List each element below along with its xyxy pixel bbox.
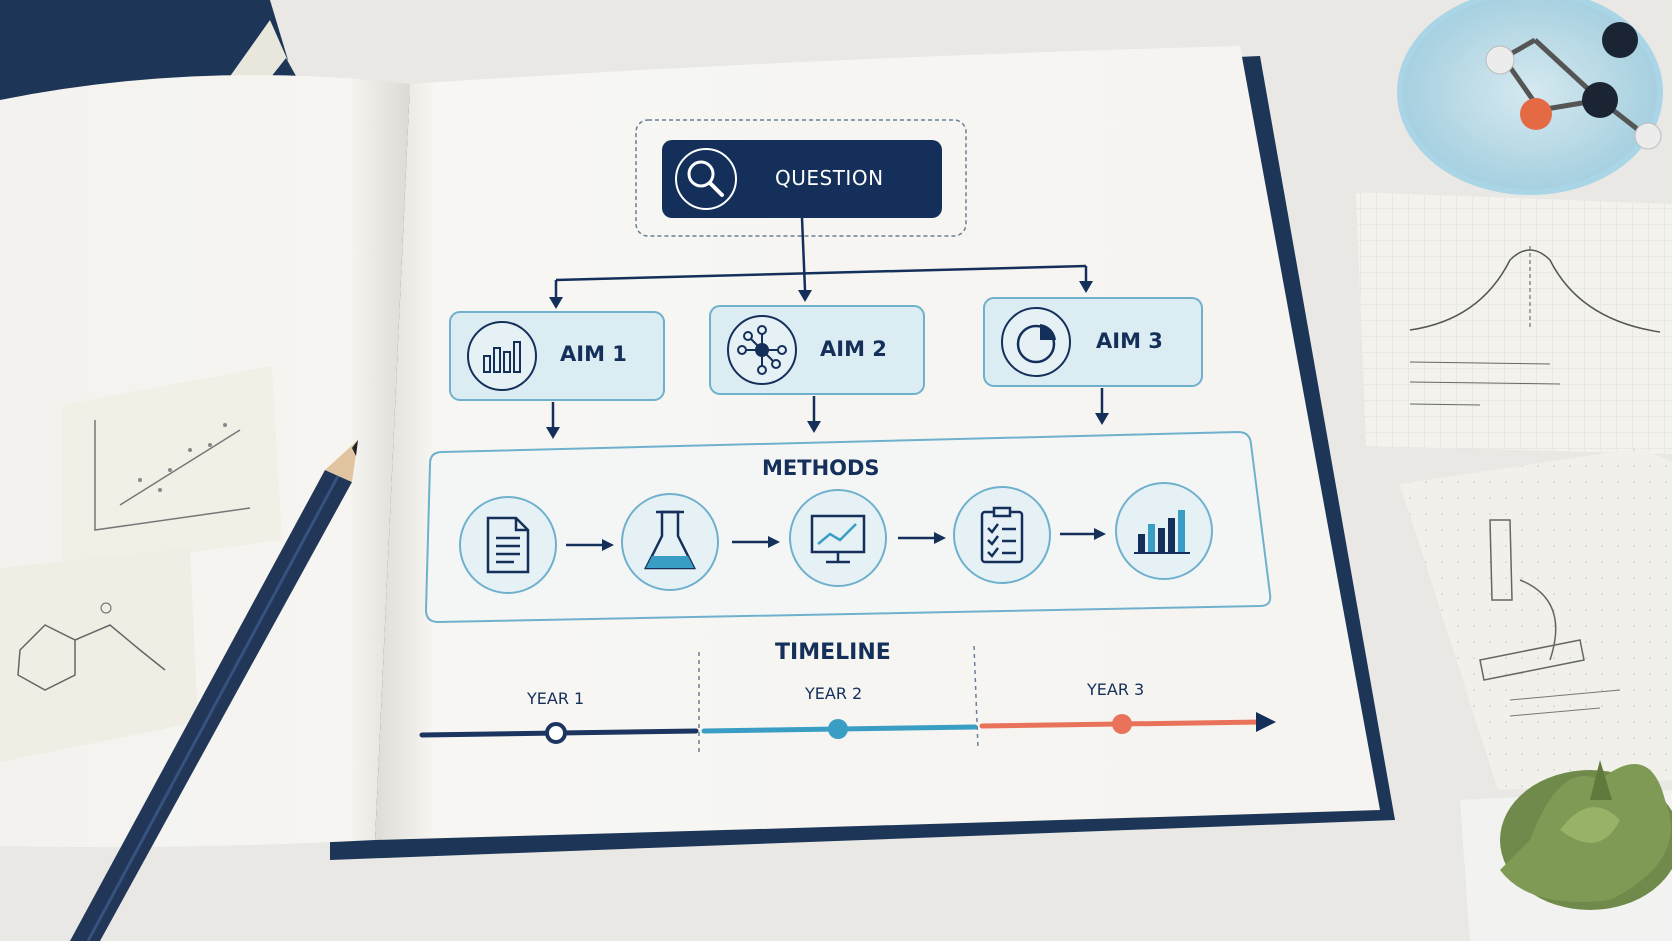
- method-step-4[interactable]: [953, 486, 1051, 584]
- method-step-2[interactable]: [621, 493, 719, 591]
- year-2-label: YEAR 2: [805, 684, 863, 703]
- aims-to-methods-arrows: [546, 388, 1109, 439]
- method-arrow-4: [1060, 528, 1106, 540]
- succulent-plant: [1460, 760, 1672, 941]
- diagram: [419, 119, 1276, 752]
- aim-1-label: AIM 1: [560, 342, 627, 366]
- scatter-sketch-note: [62, 366, 282, 570]
- method-arrow-3: [898, 532, 946, 544]
- bar-chart-icon: [1134, 510, 1190, 554]
- year-1-label: YEAR 1: [527, 689, 585, 708]
- aim-3-label: AIM 3: [1096, 329, 1163, 353]
- timeline-label: TIMELINE: [775, 640, 891, 665]
- aim-1-box[interactable]: [449, 311, 665, 401]
- method-step-1[interactable]: [459, 496, 557, 594]
- methods-label: METHODS: [762, 456, 880, 480]
- method-step-3[interactable]: [789, 489, 887, 587]
- method-step-5[interactable]: [1115, 482, 1213, 580]
- year-3-label: YEAR 3: [1087, 680, 1145, 699]
- method-arrow-2: [732, 536, 780, 548]
- year-2-marker[interactable]: [828, 719, 848, 739]
- pencil: [70, 440, 358, 941]
- year-3-marker[interactable]: [1112, 714, 1132, 734]
- aim-2-box[interactable]: [709, 305, 925, 395]
- method-arrow-1: [566, 539, 614, 551]
- pie-chart-icon: [1001, 307, 1071, 377]
- document-icon: [486, 516, 530, 574]
- molecule-sketch-note: [0, 548, 198, 762]
- bar-chart-icon: [467, 321, 537, 391]
- microscope-sketch-note: [1400, 448, 1672, 790]
- timeline-arrowhead: [1256, 712, 1276, 732]
- question-to-aims-connector: [549, 217, 1093, 309]
- monitor-chart-icon: [810, 514, 866, 564]
- aim-3-box[interactable]: [983, 297, 1203, 387]
- aim-2-label: AIM 2: [820, 337, 887, 361]
- question-frame: [635, 119, 967, 237]
- network-icon: [727, 315, 797, 385]
- timeline: [419, 645, 1276, 752]
- question-label: QUESTION: [775, 166, 884, 190]
- bell-curve-note: [1356, 192, 1672, 454]
- year-1-marker[interactable]: [545, 722, 567, 744]
- petri-dish: [1397, 0, 1663, 195]
- question-box[interactable]: [662, 140, 942, 218]
- magnifier-icon: [675, 148, 737, 210]
- checklist-icon: [980, 506, 1024, 564]
- flask-icon: [643, 510, 697, 570]
